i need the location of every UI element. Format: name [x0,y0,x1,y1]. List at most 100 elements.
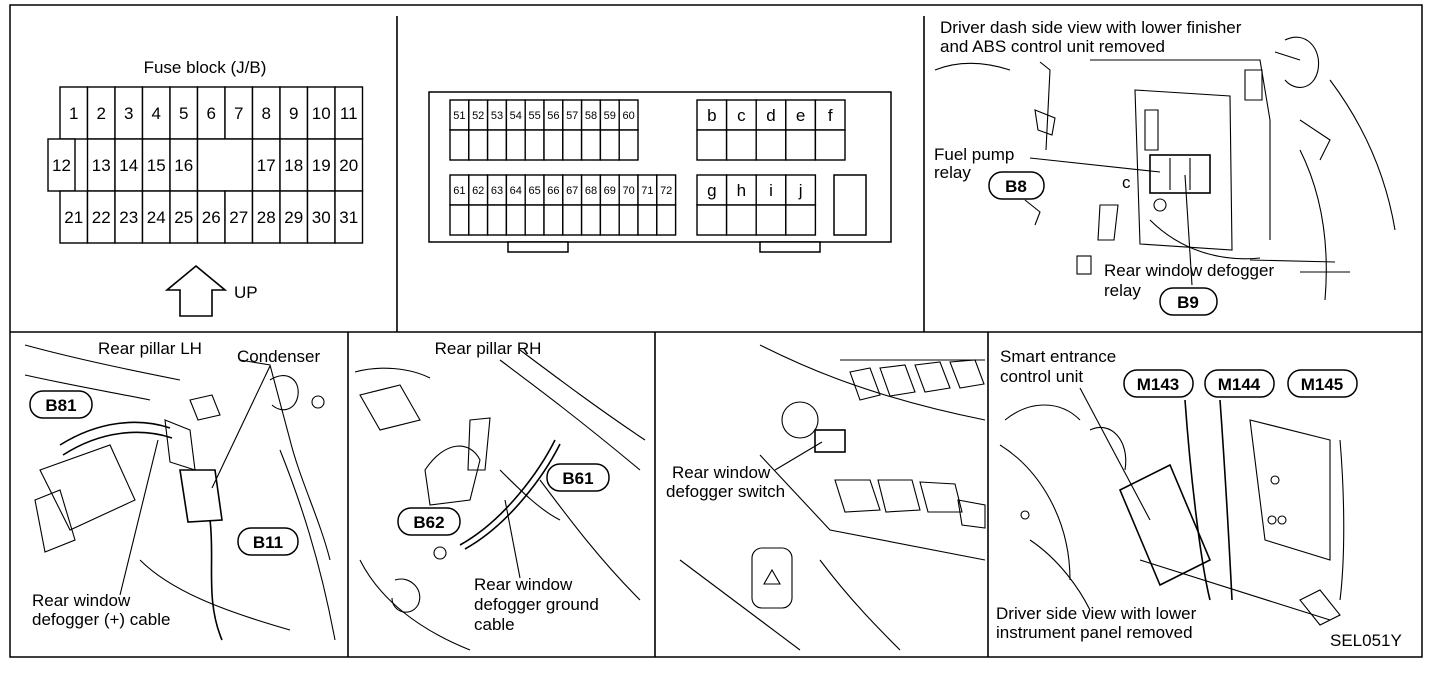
fuse-54-label: 54 [510,110,522,122]
fuse-57-label: 57 [566,110,578,122]
fuse-60-lower [618,129,639,161]
ground-cable-label-line2: defogger ground [474,595,599,614]
rear-pillar-rh-title: Rear pillar RH [435,339,542,358]
fuse-8-outline [251,86,281,140]
fuse-65-label: 65 [528,185,540,197]
relay-d-lower [755,129,787,161]
fuse-69-lower [599,204,620,236]
fuse-67-label: 67 [566,185,578,197]
fuse-61-lower-outline [449,204,470,236]
fuel-pump-label-line2: relay [934,163,971,182]
relay-h-lower [725,204,757,236]
relay-g-outline [696,174,728,206]
b61-label: B61 [562,469,593,488]
fuse-66: 66 [543,174,564,206]
fuse-55-lower [524,129,545,161]
fuse-24-label: 24 [147,208,166,227]
fuse-block-empty-slot [196,138,254,192]
ground-cable-label-line3: cable [474,615,515,634]
relay-b-lower-outline [696,129,728,161]
fuse-27-label: 27 [229,208,248,227]
fuse-6: 6 [196,86,226,140]
fuse-54: 54 [505,99,526,131]
relay-e-label: e [796,106,805,125]
fuse-64-label: 64 [510,185,522,197]
rear-pillar-lh-panel: Rear pillar LH Condenser B81 B11 Rear wi… [24,339,336,641]
fuse-61-label: 61 [453,185,465,197]
fuse-72-label: 72 [660,185,672,197]
relay-f-lower-outline [814,129,846,161]
fuse-68: 68 [580,174,602,206]
m143-connector-tag [1123,369,1194,398]
fuse-59-lower [599,129,620,161]
switch-panel: Rear window defogger switch [666,344,986,651]
fuse-71-label: 71 [641,185,653,197]
fuse-62-lower [468,204,489,236]
fuse-68-lower [580,204,602,236]
fuse-54-lower-outline [505,129,526,161]
fuse-58: 58 [580,99,602,131]
rear-pillar-lh-illustration [24,344,336,641]
fuse-67: 67 [562,174,583,206]
fuse-52: 52 [468,99,489,131]
fuse-14-outline [114,138,144,192]
fuse-19: 19 [306,138,336,192]
smart-entrance-panel: Smart entrance control unit M143 M144 M1… [996,347,1358,642]
smart-entrance-caption-line1: Driver side view with lower [996,604,1197,623]
hazard-triangle-icon [763,568,781,585]
fuse-68-lower-outline [580,204,602,236]
m143-label: M143 [1137,375,1180,394]
fuse-56-lower-outline [543,129,564,161]
fuse-27: 27 [224,190,254,244]
relay-e: e [785,99,817,131]
fuse-26: 26 [196,190,226,244]
cable-label-line2: defogger (+) cable [32,610,170,629]
figure-code: SEL051Y [1330,631,1402,650]
relay-f-outline [814,99,846,131]
fuse-11: 11 [334,86,364,140]
fuse-59: 59 [599,99,620,131]
fuse-58-label: 58 [585,110,597,122]
fuse-20-label: 20 [339,156,358,175]
fuse-24: 24 [141,190,171,244]
fuse-3: 3 [114,86,144,140]
fuse-block-empty-slot-outline [196,138,254,192]
fuse-56-label: 56 [547,110,559,122]
defogger-switch-label-line2: defogger switch [666,482,785,501]
relay-i-label: i [769,181,773,200]
fuse-69-label: 69 [604,185,616,197]
driver-dash-caption-line1: Driver dash side view with lower finishe… [940,18,1242,37]
fuse-55: 55 [524,99,545,131]
fuse-53-lower [486,129,508,161]
condenser-label: Condenser [237,347,321,366]
fuse-1-outline [59,86,89,140]
fuse-31-outline [334,190,364,244]
relay-d-label: d [766,106,775,125]
fuse-60-label: 60 [622,110,634,122]
rear-pillar-rh-illustration [354,349,646,651]
fuse-60: 60 [618,99,639,131]
b62-label: B62 [413,513,444,532]
cable-label-line1: Rear window [32,591,131,610]
relay-c: c [725,99,757,131]
fuse-7-outline [224,86,254,140]
fuse-1: 1 [59,86,89,140]
fuse-58-lower [580,129,602,161]
relay-e-lower [785,129,817,161]
smart-entrance-label-line2: control unit [1000,367,1083,386]
fuse-28-outline [251,190,281,244]
fuse-70: 70 [618,174,639,206]
defogger-relay-label-line2: relay [1104,281,1141,300]
b11-label: B11 [253,533,283,552]
fuse-59-lower-outline [599,129,620,161]
fuse-28: 28 [251,190,281,244]
fuse-51-lower [449,129,470,161]
relay-b-label: b [707,106,716,125]
fuse-63-lower-outline [486,204,508,236]
fuse-29: 29 [279,190,309,244]
relay-i: i [755,174,787,206]
